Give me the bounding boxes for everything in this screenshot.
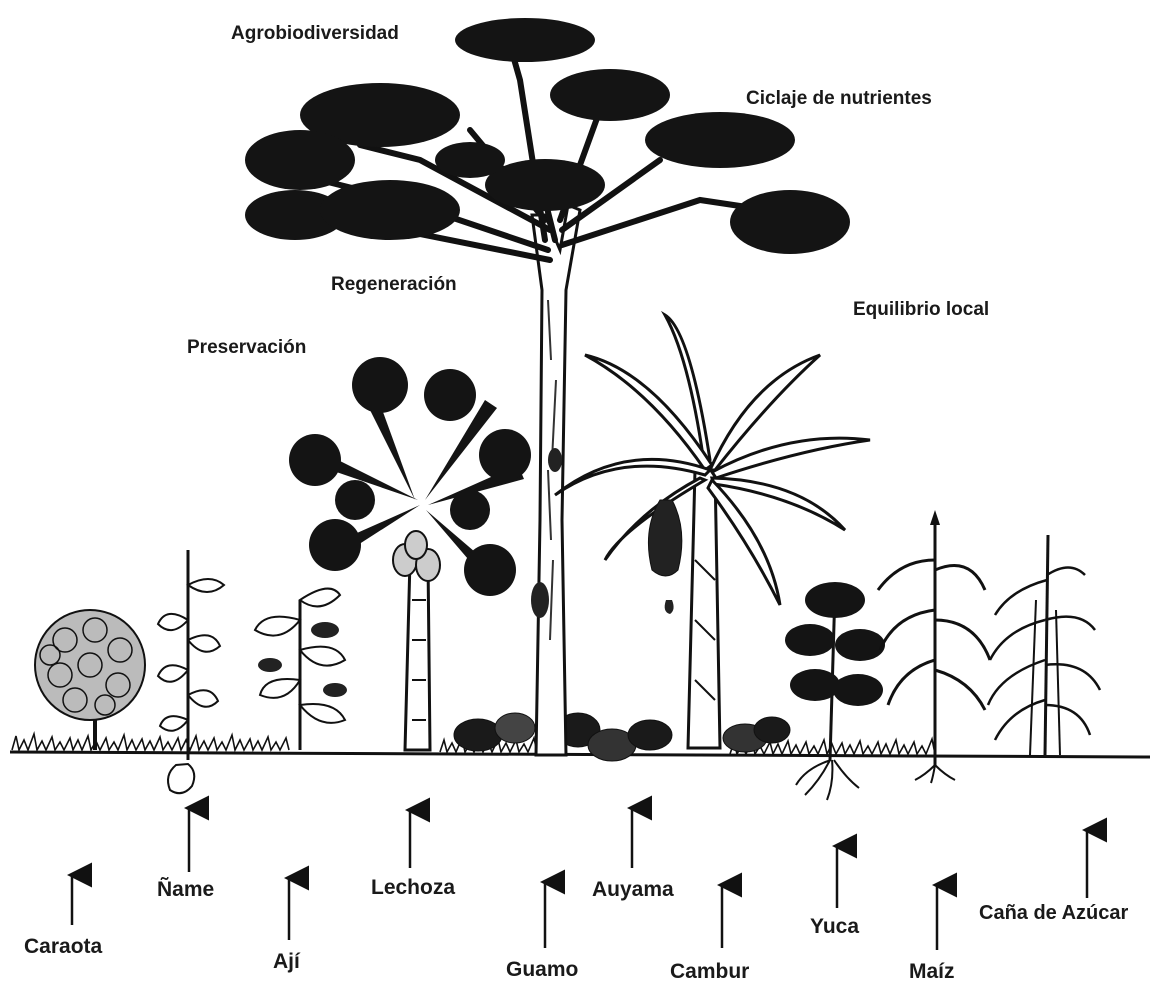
label-cambur: Cambur	[670, 960, 749, 984]
cana-plant	[988, 535, 1100, 755]
caraota-plant	[35, 610, 145, 750]
label-arrows	[72, 808, 1087, 950]
label-cana-de-azucar: Caña de Azúcar	[979, 902, 1128, 925]
yuca-plant	[785, 582, 885, 800]
concept-regeneracion: Regeneración	[331, 274, 457, 296]
guamo-tree	[245, 18, 850, 755]
concept-ciclaje-de-nutrientes: Ciclaje de nutrientes	[746, 88, 932, 110]
label-yuca: Yuca	[810, 915, 859, 939]
name-plant	[158, 550, 224, 793]
label-name: Ñame	[157, 878, 214, 902]
label-aji: Ají	[273, 950, 300, 974]
concept-equilibrio-local: Equilibrio local	[853, 299, 989, 321]
concept-agrobiodiversidad: Agrobiodiversidad	[231, 23, 399, 45]
label-lechoza: Lechoza	[371, 876, 455, 900]
aji-plant	[255, 589, 347, 750]
concept-preservacion: Preservación	[187, 337, 306, 359]
label-caraota: Caraota	[24, 935, 102, 959]
label-auyama: Auyama	[592, 878, 674, 902]
label-guamo: Guamo	[506, 958, 578, 982]
label-maiz: Maíz	[909, 960, 955, 984]
